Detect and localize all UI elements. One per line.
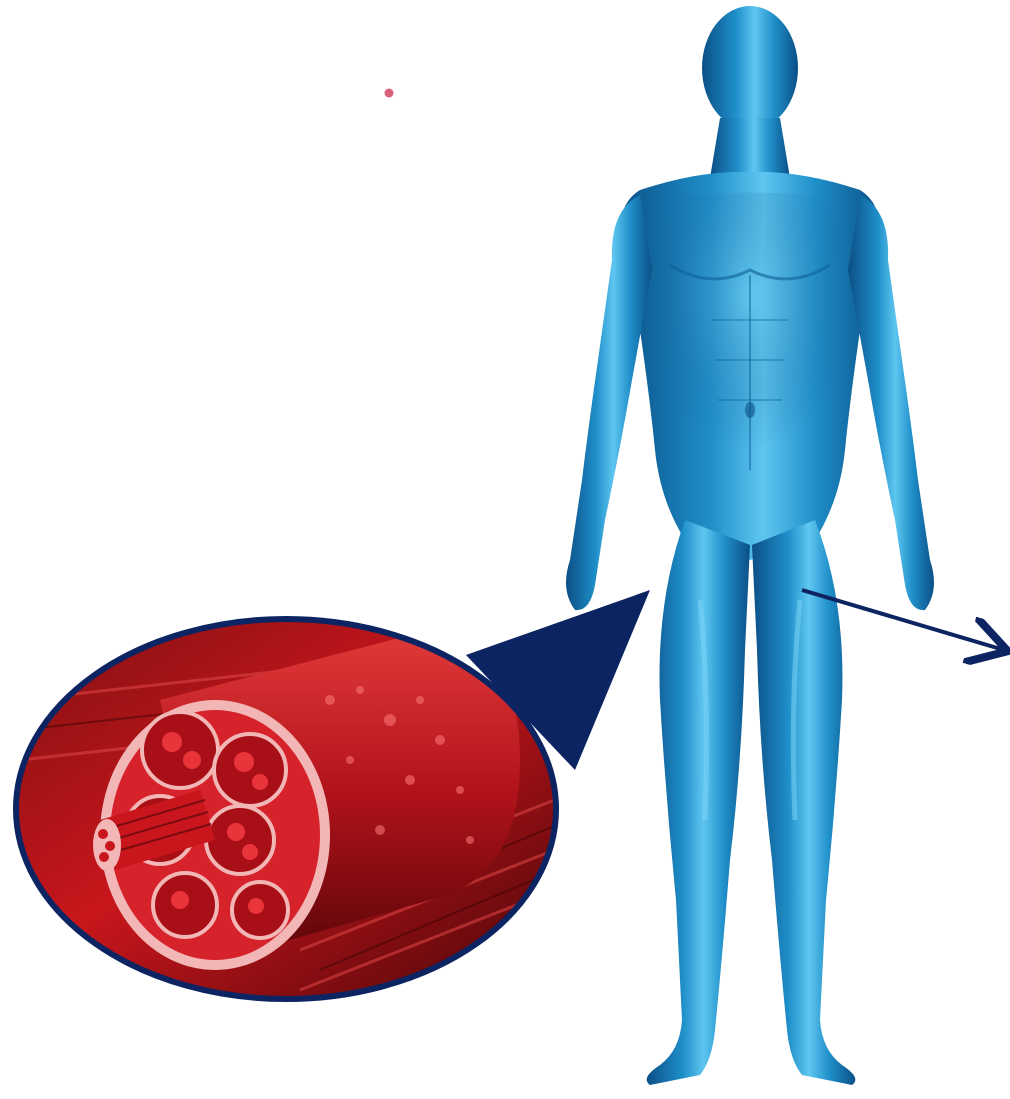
dot-marker-icon [385,89,394,98]
arm-left [566,195,652,610]
head [702,6,798,130]
leg-right [752,520,855,1085]
neck [710,118,790,178]
arm-right [848,195,934,610]
human-body-figure [566,6,934,1085]
